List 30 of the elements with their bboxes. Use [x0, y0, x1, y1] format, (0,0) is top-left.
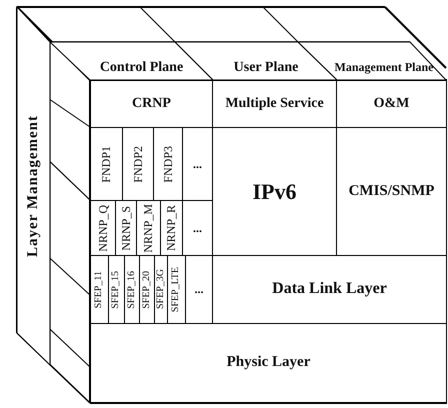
cell-label: SFEP_15 — [111, 270, 122, 308]
cell-label: CRNP — [132, 96, 171, 112]
cell-label: NRNP_M — [142, 204, 155, 252]
cell-label: NRNP_S — [120, 206, 132, 250]
cell-label: FNDP2 — [132, 146, 144, 182]
cell-label: CMIS/SNMP — [348, 184, 434, 200]
cell-label: Physic Layer — [226, 355, 310, 371]
side-band — [17, 7, 50, 365]
cell-label: Multiple Service — [225, 96, 324, 112]
cell-label: ... — [194, 283, 204, 296]
band-label: Management Plane — [334, 61, 434, 74]
cell-label: IPv6 — [252, 180, 296, 204]
cell-label: SFEP_16 — [126, 270, 138, 308]
plane-band — [50, 42, 213, 80]
band-label: Layer Management — [26, 115, 42, 257]
cell-label: ... — [193, 222, 202, 234]
cell-label: SFEP_LTE — [171, 266, 182, 312]
band-label: Control Plane — [100, 61, 184, 76]
cell-label: SFEP_11 — [94, 270, 105, 308]
cell-label: NRNP_Q — [96, 204, 110, 252]
band-label: User Plane — [234, 61, 298, 76]
cell-label: SFEP_20 — [142, 270, 152, 308]
plane-band — [298, 42, 446, 80]
cell-label: FNDP1 — [100, 146, 113, 182]
cell-label: ... — [193, 158, 202, 170]
cell-label: O&M — [374, 96, 410, 112]
cell-label: Data Link Layer — [272, 281, 387, 298]
cell-label: FNDP3 — [162, 146, 174, 182]
cell-label: SFEP_3G — [156, 269, 166, 310]
cell-label: NRNP_R — [165, 204, 178, 251]
